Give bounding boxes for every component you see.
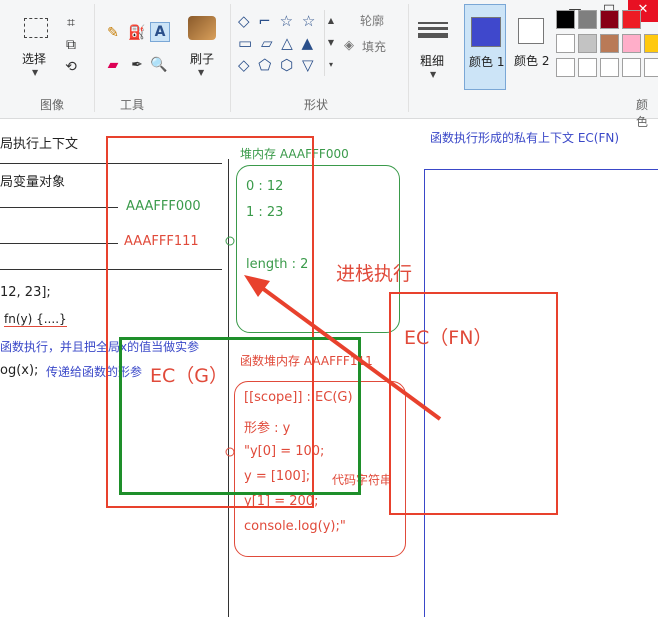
code-line-4: og(x); xyxy=(0,363,39,378)
heap-length: length : 2 xyxy=(246,257,309,272)
chevron-down-icon: ▼ xyxy=(32,68,39,77)
color2-button[interactable]: 颜色 2 xyxy=(510,4,552,90)
shapes-scroll[interactable]: ▲▼▾ xyxy=(324,10,337,76)
group-tools-label: 工具 xyxy=(120,98,145,112)
outline-label[interactable]: 轮廓 xyxy=(360,14,385,28)
size-label: 粗细 xyxy=(420,54,445,68)
global-vo-title: 局变量对象 xyxy=(0,175,66,190)
left-divider-2 xyxy=(0,243,118,244)
chevron-down-icon: ▼ xyxy=(430,70,437,79)
global-context-title: 局执行上下文 xyxy=(0,137,79,152)
palette-swatch[interactable] xyxy=(556,10,575,29)
fn-param: 形参 : y xyxy=(244,421,291,436)
palette-swatch[interactable] xyxy=(578,34,597,53)
left-vertical-line xyxy=(228,159,229,617)
pencil-icon[interactable]: ✎ xyxy=(107,25,119,41)
palette-swatch[interactable] xyxy=(644,34,658,53)
palette-swatch[interactable] xyxy=(600,34,619,53)
fn-code-2: y = [100]; xyxy=(244,469,311,484)
palette-swatch[interactable] xyxy=(600,10,619,29)
heap-item-0: 0 : 12 xyxy=(246,179,284,194)
left-divider-top xyxy=(0,163,222,164)
text-tool-icon[interactable]: A xyxy=(150,22,170,42)
fn-code-4: console.log(y);" xyxy=(244,519,346,534)
palette-swatch[interactable] xyxy=(622,10,641,29)
palette-swatch[interactable] xyxy=(556,58,575,77)
left-divider-1 xyxy=(0,207,118,208)
separator xyxy=(408,4,409,112)
shapes-gallery[interactable]: ◇ ⌐ ☆ ☆ ▭ ▱ △ ▲ ◇ ⬠ ⬡ ▽ xyxy=(238,10,322,76)
brush-label: 刷子 xyxy=(190,52,215,66)
color2-swatch xyxy=(518,18,544,44)
palette-swatch[interactable] xyxy=(578,58,597,77)
rotate-icon[interactable]: ⟲ xyxy=(65,59,77,75)
fn-code-note: 代码字符串 xyxy=(332,473,393,487)
brush-button[interactable]: 刷子 ▼ xyxy=(180,14,224,84)
private-context-title: 函数执行形成的私有上下文 EC(FN) xyxy=(430,131,620,145)
palette-swatch[interactable] xyxy=(578,10,597,29)
push-stack-label: 进栈执行 xyxy=(336,263,413,285)
color1-label: 颜色 1 xyxy=(469,55,505,69)
fn-code-1: "y[0] = 100; xyxy=(244,444,325,459)
ribbon-toolbar: — □ ✕ 选择 ▼ ⌗ ⧉ ⟲ 图像 ✎ ⛽ A ▰ ✒ 🔍 工具 刷子 ▼ … xyxy=(0,0,658,129)
color-picker-icon[interactable]: ✒ xyxy=(131,57,143,73)
fill-label[interactable]: 填充 xyxy=(362,40,387,54)
fill-bucket-icon[interactable]: ⛽ xyxy=(128,25,146,41)
group-image-label: 图像 xyxy=(40,98,65,112)
select-label: 选择 xyxy=(22,52,47,66)
select-icon xyxy=(24,18,48,38)
palette-swatch[interactable] xyxy=(600,58,619,77)
palette-swatch[interactable] xyxy=(556,34,575,53)
size-icon xyxy=(418,22,448,38)
separator xyxy=(230,4,231,112)
fn-code-3: y[1] = 200; xyxy=(244,494,319,509)
heap-title: 堆内存 AAAFFF000 xyxy=(240,147,349,161)
group-colors-label: 颜色 xyxy=(636,98,649,129)
code-line-1: 12, 23]; xyxy=(0,285,51,300)
address-arr: AAAFFF000 xyxy=(126,199,201,214)
color1-button[interactable]: 颜色 1 xyxy=(464,4,506,90)
code-note-2: 传递给函数的形参 xyxy=(46,365,143,379)
group-shapes-label: 形状 xyxy=(304,98,329,112)
ec-g-label: EC（G） xyxy=(150,365,228,387)
shapes-row-1: ◇ ⌐ ☆ ☆ xyxy=(238,12,318,30)
crop-icon[interactable]: ⌗ xyxy=(67,15,75,31)
chevron-down-icon: ▼ xyxy=(198,68,205,77)
separator xyxy=(94,4,95,112)
size-button[interactable]: 粗细 ▼ xyxy=(414,22,454,82)
shapes-row-3: ◇ ⬠ ⬡ ▽ xyxy=(238,56,316,74)
color1-swatch xyxy=(471,17,501,47)
palette-swatch[interactable] xyxy=(644,58,658,77)
heap-item-1: 1 : 23 xyxy=(246,205,284,220)
color2-label: 颜色 2 xyxy=(514,54,550,68)
drawing-canvas[interactable]: 局执行上下文 局变量对象 AAAFFF000 AAAFFF111 12, 23]… xyxy=(0,119,658,617)
code-line-2: fn(y) {....} xyxy=(4,312,67,327)
magnifier-icon[interactable]: 🔍 xyxy=(150,57,168,73)
fill-icon: ◈ xyxy=(344,38,354,53)
eraser-icon[interactable]: ▰ xyxy=(107,57,119,73)
palette-swatch[interactable] xyxy=(622,58,641,77)
code-note-1: 函数执行，并且把全局x的值当做实参 xyxy=(0,340,200,354)
address-fn: AAAFFF111 xyxy=(124,234,199,249)
left-divider-3 xyxy=(0,269,222,270)
shapes-row-2: ▭ ▱ △ ▲ xyxy=(238,34,316,52)
ec-fn-label: EC（FN） xyxy=(404,327,493,349)
select-button[interactable]: 选择 ▼ xyxy=(16,14,56,84)
palette-swatch[interactable] xyxy=(622,34,641,53)
resize-icon[interactable]: ⧉ xyxy=(66,37,76,53)
brush-icon xyxy=(188,16,216,40)
